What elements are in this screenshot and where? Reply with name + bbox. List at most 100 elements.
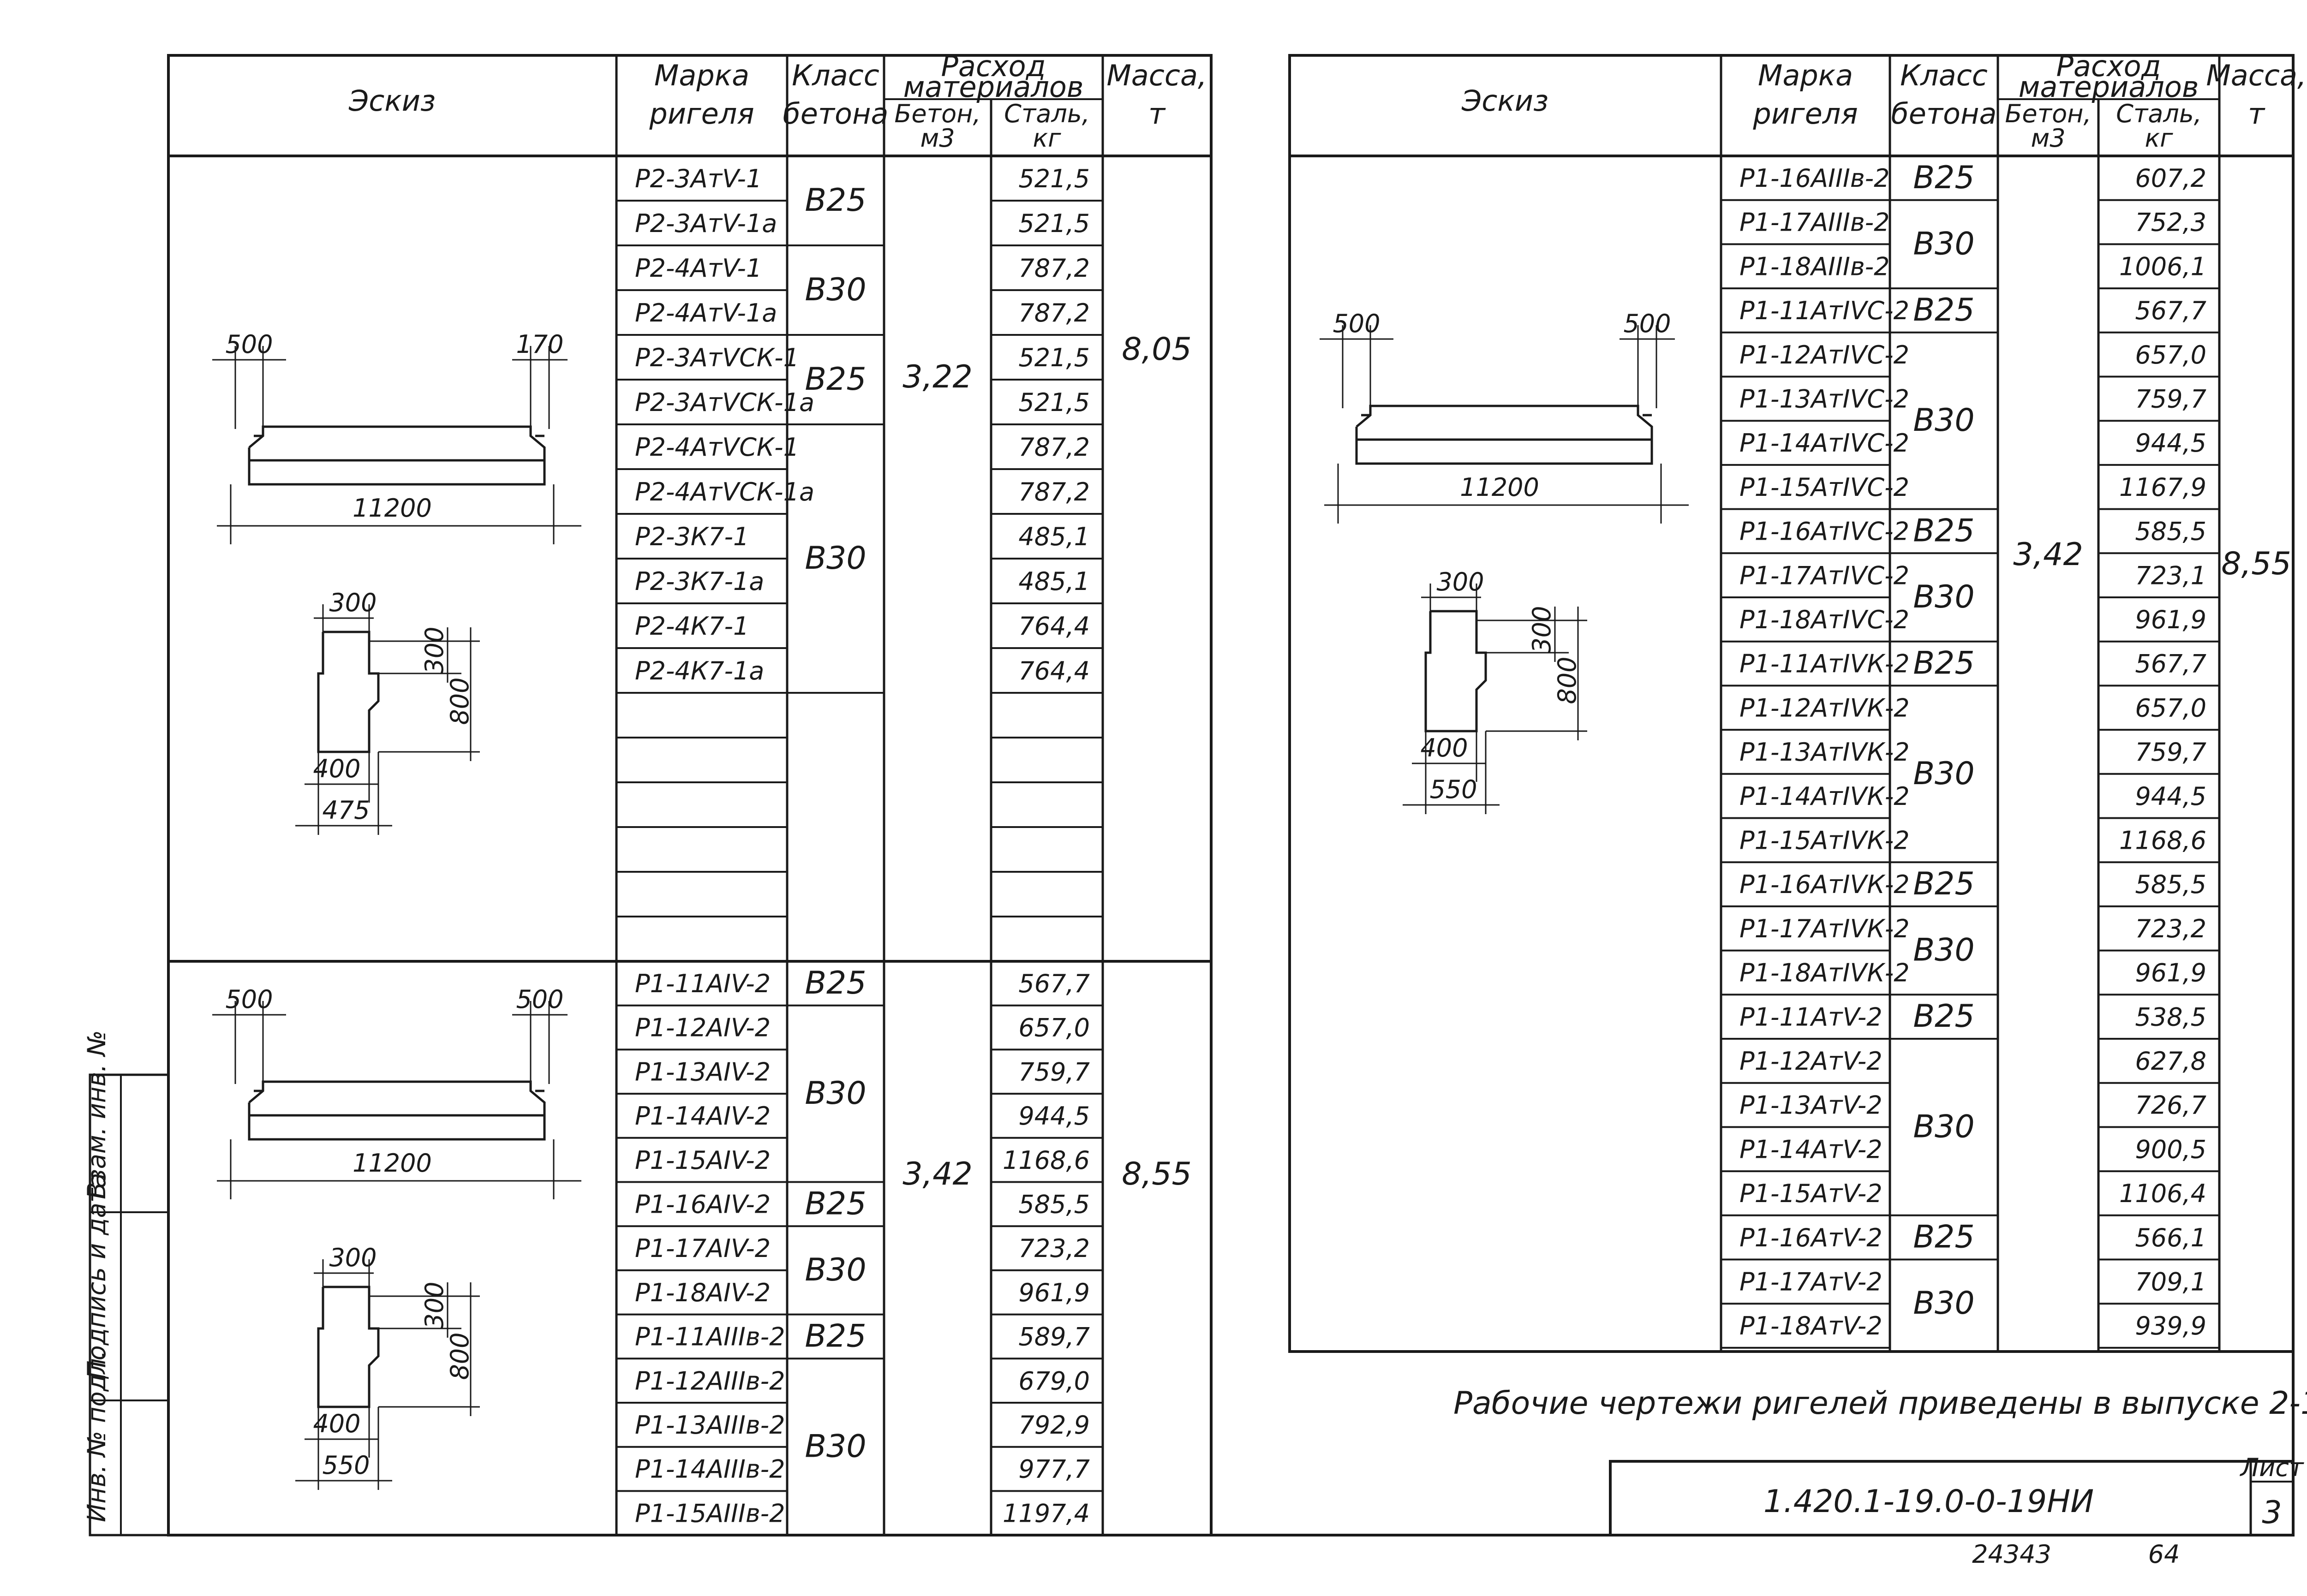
side-stamp-replace: Взам. инв. №	[82, 1030, 111, 1199]
mark-cell: Р1-16АтIVС-2	[1739, 517, 1909, 546]
mark-cell: Р1-16АтV-2	[1739, 1223, 1883, 1252]
consumption-header: материалов	[903, 70, 1084, 104]
consumption-header: Расход	[2056, 49, 2161, 83]
class-cell: В25	[1913, 866, 1974, 902]
steel-cell: 567,7	[2135, 296, 2206, 325]
steel-cell: 585,5	[2135, 517, 2206, 546]
steel-header: Сталь,	[1004, 99, 1090, 128]
steel-cell: 1197,4	[1003, 1499, 1090, 1528]
mark-cell: Р1-11АтIVК-2	[1739, 649, 1910, 679]
mass-header: т	[2248, 97, 2265, 131]
steel-cell: 585,5	[2135, 870, 2206, 899]
class-cell: В25	[1913, 512, 1974, 549]
side-stamp-signature: Подпись и дата	[82, 1173, 111, 1379]
steel-cell: 567,7	[1018, 969, 1090, 998]
steel-cell: 787,2	[1018, 433, 1090, 462]
steel-cell: 521,5	[1018, 164, 1090, 193]
steel-cell: 759,7	[2135, 384, 2206, 413]
class-header: Класс	[1900, 59, 1988, 92]
steel-header: Сталь,	[2116, 99, 2202, 128]
dimension-label: 800	[445, 1332, 474, 1380]
mark-cell: Р1-12АIIIв-2	[635, 1366, 785, 1395]
mass-header: Масса,	[2206, 59, 2306, 92]
steel-cell: 521,5	[1018, 388, 1090, 417]
class-cell: В30	[1913, 932, 1974, 969]
mark-cell: Р1-13АтIVК-2	[1739, 738, 1910, 767]
mark-cell: Р2-3К7-1а	[635, 567, 764, 596]
steel-cell: 521,5	[1018, 209, 1090, 238]
beam-elevation	[248, 425, 546, 486]
mark-header: ригеля	[1752, 97, 1858, 131]
steel-cell: 961,9	[2135, 959, 2206, 988]
beam-sketch-group2	[248, 1080, 546, 1408]
steel-cell: 538,5	[2135, 1002, 2206, 1031]
steel-cell: 759,7	[2135, 738, 2206, 767]
dimension-label: 500	[1623, 309, 1671, 338]
mark-cell: Р1-11АтV-2	[1739, 1002, 1883, 1031]
dimension-label: 300	[329, 588, 377, 617]
dimension-label: 500	[225, 985, 273, 1014]
steel-cell: 723,2	[1018, 1234, 1090, 1263]
dimension-label: 500	[1333, 309, 1380, 338]
steel-cell: 900,5	[2135, 1135, 2206, 1164]
dimension-label: 475	[322, 796, 370, 825]
sheet-label: Лист	[2240, 1453, 2304, 1482]
beam-cross-section	[317, 631, 380, 753]
steel-cell: 944,5	[2135, 782, 2206, 811]
page-number: 64	[2148, 1540, 2180, 1569]
beam-sketch-right	[1355, 405, 1653, 732]
mark-cell: Р1-17АтIVС-2	[1739, 561, 1909, 590]
mark-cell: Р2-3АтVСК-1а	[635, 388, 814, 417]
steel-cell: 723,2	[2135, 914, 2206, 943]
class-cell: В25	[805, 965, 866, 1001]
steel-cell: 787,2	[1018, 298, 1090, 328]
steel-cell: 787,2	[1018, 477, 1090, 506]
class-cell: В25	[805, 1185, 866, 1222]
steel-cell: 709,1	[2135, 1267, 2206, 1296]
consumption-header: Расход	[941, 49, 1046, 83]
mark-cell: Р1-11АIIIв-2	[635, 1322, 785, 1352]
mark-cell: Р2-3АтV-1	[635, 164, 762, 193]
mark-cell: Р1-13АIIIв-2	[635, 1411, 785, 1440]
dimension-label: 170	[516, 330, 563, 359]
dimension-label: 800	[445, 677, 474, 725]
mark-cell: Р1-12АтV-2	[1739, 1047, 1883, 1076]
class-cell: В25	[1913, 998, 1974, 1035]
mark-cell: Р1-14АтIVС-2	[1739, 429, 1909, 458]
mark-cell: Р1-18АIV-2	[635, 1278, 771, 1307]
mark-cell: Р2-4АтVСК-1	[635, 433, 799, 462]
dimension-label: 300	[420, 1281, 449, 1329]
mark-cell: Р1-18АтV-2	[1739, 1311, 1883, 1340]
sketch-header: Эскиз	[348, 84, 436, 118]
steel-cell: 961,9	[1018, 1278, 1090, 1307]
note-text: Рабочие чертежи ригелей приведены в выпу…	[1453, 1385, 2307, 1422]
steel-cell: 792,9	[1018, 1411, 1090, 1440]
steel-cell: 657,0	[2135, 340, 2206, 369]
concrete-value: 3,42	[2013, 536, 2083, 573]
mark-cell: Р1-12АIV-2	[635, 1013, 771, 1042]
class-cell: В25	[1913, 645, 1974, 682]
dimension-label: 400	[313, 754, 360, 783]
inventory-number: 24343	[1972, 1540, 2051, 1569]
class-header: бетона	[783, 97, 889, 131]
steel-cell: 759,7	[1018, 1057, 1090, 1086]
sheet-number: 3	[2262, 1495, 2282, 1531]
class-header: Класс	[792, 59, 879, 92]
mark-cell: Р1-12АтIVК-2	[1739, 693, 1910, 722]
mark-cell: Р1-12АтIVС-2	[1739, 340, 1909, 369]
steel-cell: 961,9	[2135, 605, 2206, 634]
mark-cell: Р1-15АтIVК-2	[1739, 826, 1910, 855]
dimension-label: 300	[329, 1243, 377, 1272]
mark-cell: Р1-17АтV-2	[1739, 1267, 1883, 1296]
mark-cell: Р1-18АтIVС-2	[1739, 605, 1909, 634]
mark-cell: Р1-18АтIVК-2	[1739, 959, 1910, 988]
class-cell: В30	[805, 1429, 866, 1465]
side-stamp-inv: Инв. № подл.	[82, 1350, 111, 1522]
mark-cell: Р2-4АтV-1а	[635, 298, 777, 328]
table-content: ЭскизМаркаригеляКлассбетонаРасходматериа…	[82, 49, 2307, 1569]
class-cell: В25	[805, 1318, 866, 1354]
dimension-label: 550	[322, 1451, 370, 1480]
mark-cell: Р1-18АIIIв-2	[1739, 252, 1890, 281]
mark-cell: Р1-11АтIVС-2	[1739, 296, 1909, 325]
mark-cell: Р2-3К7-1	[635, 522, 749, 551]
